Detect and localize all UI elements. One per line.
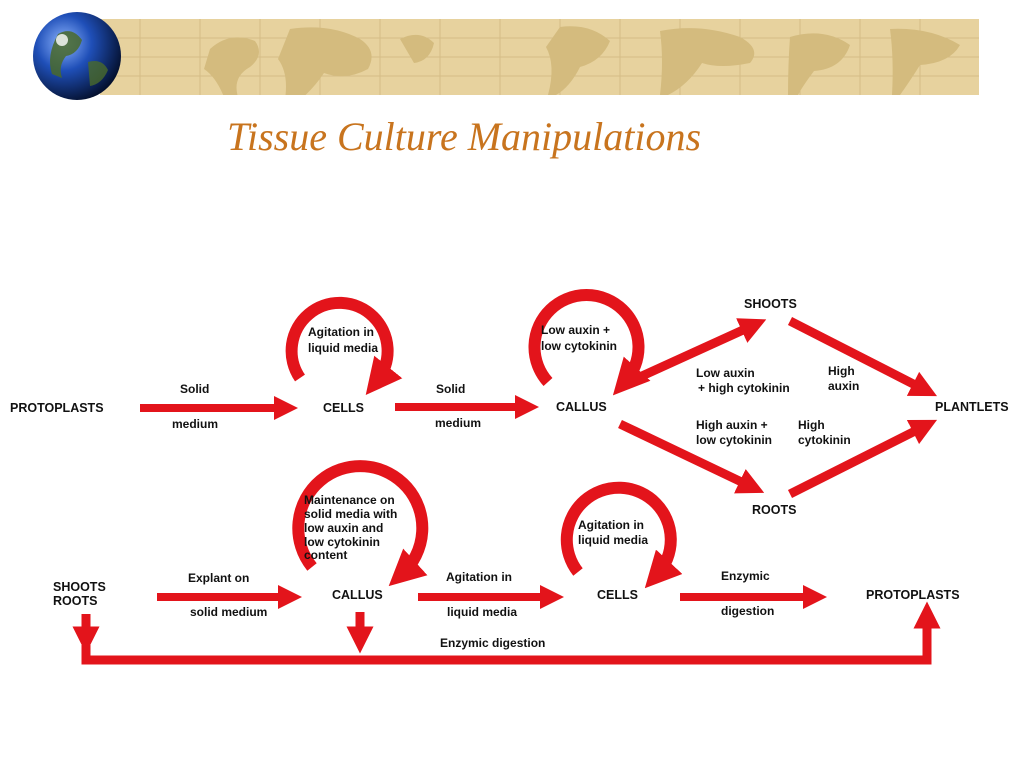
label-solid-2a: Solid — [436, 382, 465, 396]
label-high-cytokinin-2: cytokinin — [798, 433, 851, 447]
node-protoplasts-top: PROTOPLASTS — [10, 401, 104, 415]
node-protoplasts-bottom: PROTOPLASTS — [866, 588, 960, 602]
label-maintenance-2: solid media with — [304, 507, 397, 521]
label-maintenance-3: low auxin and — [304, 521, 383, 535]
world-map-pattern — [100, 19, 979, 106]
label-high-auxin-low-cyto-2: low cytokinin — [696, 433, 772, 447]
label-high-auxin-low-cyto-1: High auxin + — [696, 418, 768, 432]
node-callus-top: CALLUS — [556, 400, 607, 414]
label-solid-2b: medium — [435, 416, 481, 430]
label-maintenance-4: low cytokinin — [304, 535, 380, 549]
label-loop-agitation-top-1: Agitation in — [308, 325, 374, 339]
label-low-auxin-high-cyto-2: + high cytokinin — [698, 381, 790, 395]
node-roots-bottom: ROOTS — [53, 594, 97, 608]
node-callus-bottom: CALLUS — [332, 588, 383, 602]
arrow-callus-to-roots — [618, 419, 765, 494]
label-loop-low-auxin-1: Low auxin + — [541, 323, 610, 337]
label-high-auxin-2: auxin — [828, 379, 859, 393]
label-high-cytokinin-1: High — [798, 418, 825, 432]
label-enzymic-a: Enzymic — [721, 569, 770, 583]
label-loop-agitation-bottom-1: Agitation in — [578, 518, 644, 532]
node-shoots: SHOOTS — [744, 297, 797, 311]
label-maintenance-5: content — [304, 548, 347, 562]
label-loop-agitation-bottom-2: liquid media — [578, 533, 648, 547]
label-low-auxin-high-cyto-1: Low auxin — [696, 366, 755, 380]
label-maintenance-1: Maintenance on — [304, 493, 395, 507]
enzymic-digestion-bracket — [81, 630, 932, 665]
node-cells-bottom: CELLS — [597, 588, 638, 602]
globe-icon — [33, 12, 121, 100]
header-map-band — [100, 19, 979, 106]
node-cells-top: CELLS — [323, 401, 364, 415]
arrow-shoots-to-plantlets — [787, 316, 938, 397]
node-plantlets: PLANTLETS — [935, 400, 1009, 414]
label-loop-low-auxin-2: low cytokinin — [541, 339, 617, 353]
label-agitation-bottom-a: Agitation in — [446, 570, 512, 584]
loop-arrow-cells-bottom — [560, 481, 683, 589]
label-agitation-bottom-b: liquid media — [447, 605, 517, 619]
label-solid-1b: medium — [172, 417, 218, 431]
loop-arrow-callus-bottom — [292, 460, 429, 587]
label-loop-agitation-top-2: liquid media — [308, 341, 378, 355]
label-explant-a: Explant on — [188, 571, 249, 585]
label-enzymic-digestion: Enzymic digestion — [440, 636, 545, 650]
arrow-roots-to-plantlets — [787, 419, 938, 499]
node-roots: ROOTS — [752, 503, 796, 517]
label-high-auxin-1: High — [828, 364, 855, 378]
slide-title: Tissue Culture Manipulations — [226, 114, 702, 159]
label-explant-b: solid medium — [190, 605, 267, 619]
node-shoots-bottom: SHOOTS — [53, 580, 106, 594]
loop-arrow-callus — [528, 289, 651, 396]
label-solid-1a: Solid — [180, 382, 209, 396]
loop-arrow-cells — [285, 296, 403, 396]
label-enzymic-b: digestion — [721, 604, 774, 618]
